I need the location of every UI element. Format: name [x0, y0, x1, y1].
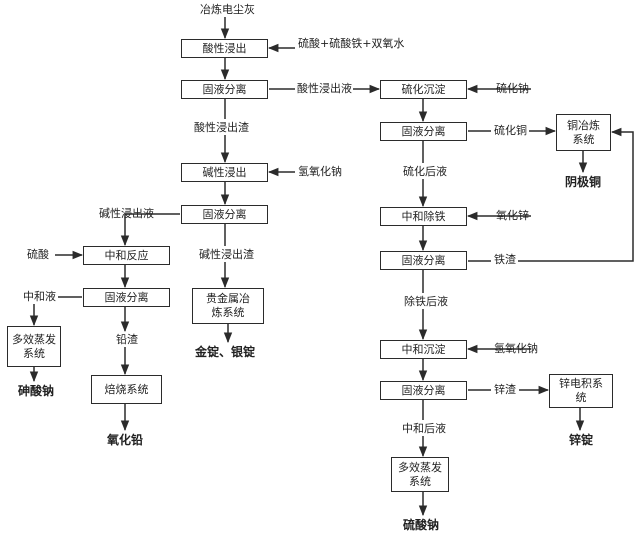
label-acid-reagents: 硫酸+硫酸铁+双氧水 [298, 37, 405, 50]
box-copper-smelting: 铜冶炼 系统 [556, 114, 611, 151]
product-zinc-ingot: 锌锭 [569, 433, 594, 447]
box-solid-liquid-separation-6: 固液分离 [380, 381, 467, 400]
box-neutralize-remove-iron: 中和除铁 [380, 207, 467, 226]
label-copper-sulfide: 硫化铜 [494, 124, 527, 137]
product-sodium-sulfate: 硫酸钠 [403, 518, 440, 532]
label-neutralized-liquid-1: 中和液 [23, 290, 56, 303]
box-zinc-electrowinning: 锌电积系 统 [549, 374, 613, 408]
label-iron-residue: 铁渣 [494, 253, 516, 266]
flow-arrow-12 [124, 213, 180, 221]
label-zinc-oxide: 氧化锌 [496, 209, 529, 222]
box-precious-metal-smelting: 贵金属冶 炼系统 [192, 288, 264, 324]
box-alkali-leach: 碱性浸出 [181, 163, 268, 182]
box-solid-liquid-separation-2: 固液分离 [181, 205, 268, 224]
box-multi-effect-evaporation-2: 多效蒸发 系统 [391, 457, 449, 492]
label-post-sulfide-liquid: 硫化后液 [403, 165, 447, 178]
box-neutralization-reaction: 中和反应 [83, 246, 170, 265]
label-sulfuric-acid: 硫酸 [27, 248, 49, 261]
box-neutralization-precipitation: 中和沉淀 [380, 340, 467, 359]
label-post-neutralization-liquid: 中和后液 [402, 422, 446, 435]
box-roasting-system: 焙烧系统 [91, 375, 162, 404]
label-acid-leachate: 酸性浸出液 [297, 82, 352, 95]
label-lead-residue: 铅渣 [116, 333, 138, 346]
label-zinc-residue: 锌渣 [494, 383, 516, 396]
box-acid-leach: 酸性浸出 [181, 39, 268, 58]
box-solid-liquid-separation-5: 固液分离 [380, 251, 467, 270]
label-sodium-hydroxide-2: 氢氧化钠 [494, 342, 538, 355]
label-post-iron-removal-liquid: 除铁后液 [404, 295, 448, 308]
box-solid-liquid-separation-4: 固液分离 [380, 122, 467, 141]
product-lead-oxide: 氧化铅 [107, 433, 144, 447]
box-sulfide-precipitation: 硫化沉淀 [380, 80, 467, 99]
product-gold-silver-ingots: 金锭、银锭 [195, 345, 256, 359]
feed-label-dust: 冶炼电尘灰 [200, 3, 255, 16]
flow-arrow-33 [518, 127, 634, 262]
product-sodium-arsenate: 砷酸钠 [18, 384, 55, 398]
label-alkali-leachate: 碱性浸出液 [99, 207, 154, 220]
label-alkali-leach-residue: 碱性浸出渣 [199, 248, 254, 261]
box-solid-liquid-separation-1: 固液分离 [181, 80, 268, 99]
box-solid-liquid-separation-3: 固液分离 [83, 288, 170, 307]
label-sodium-sulfide: 硫化钠 [496, 82, 529, 95]
product-cathode-copper: 阴极铜 [565, 175, 602, 189]
label-sodium-hydroxide-1: 氢氧化钠 [298, 165, 342, 178]
label-acid-leach-residue: 酸性浸出渣 [194, 121, 249, 134]
box-multi-effect-evaporation-1: 多效蒸发 系统 [7, 326, 61, 367]
